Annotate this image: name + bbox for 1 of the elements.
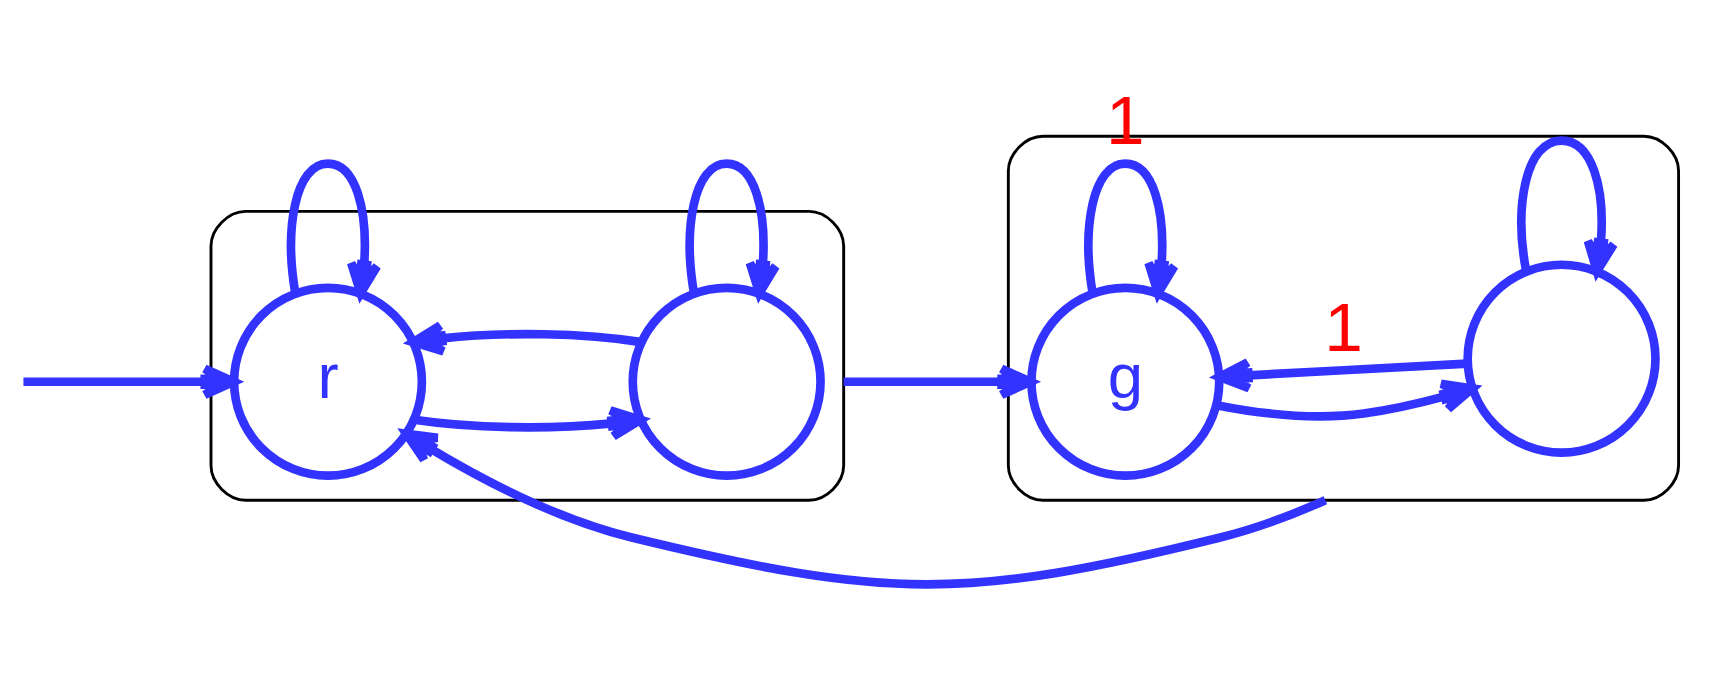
edge-label: 1	[1324, 287, 1363, 366]
